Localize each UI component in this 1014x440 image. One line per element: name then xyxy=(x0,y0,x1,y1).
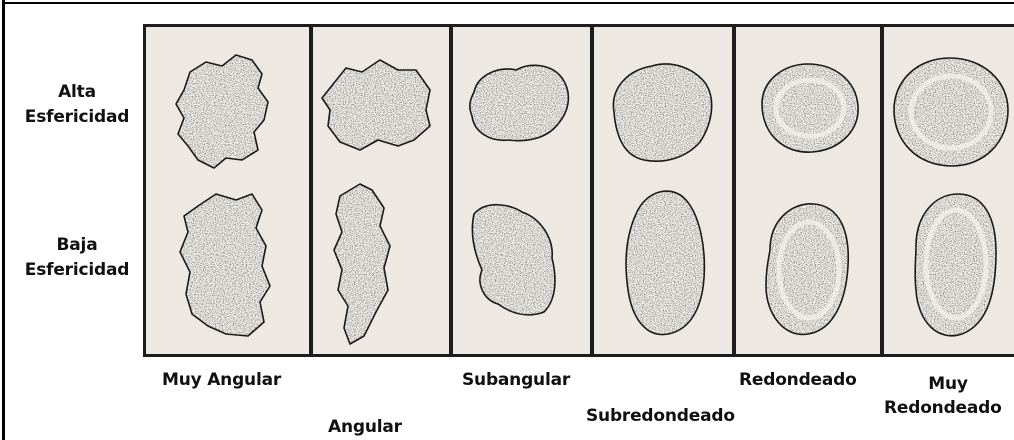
label-muy-angular: Muy Angular xyxy=(162,368,281,392)
grain-subredondeado-alta xyxy=(613,64,711,161)
col-label-line: Subredondeado xyxy=(586,404,735,428)
label-subangular: Subangular xyxy=(462,368,570,392)
grain-angular-baja xyxy=(334,184,390,344)
grain-subredondeado-baja xyxy=(626,191,704,334)
grain-subangular-baja xyxy=(472,205,555,315)
grain-muy-angular-alta xyxy=(176,55,268,168)
col-label-line: Redondeado xyxy=(739,368,857,392)
grain-muy-angular-baja xyxy=(180,194,270,336)
label-angular: Angular xyxy=(328,415,402,439)
label-redondeado: Redondeado xyxy=(739,368,857,392)
grain-angular-alta xyxy=(322,60,430,150)
grain-subangular-alta xyxy=(470,65,569,140)
col-label-line: Muy Angular xyxy=(162,368,281,392)
col-label-line: Subangular xyxy=(462,368,570,392)
label-muy-redondeado: Muy Redondeado xyxy=(882,372,1014,420)
col-label-line: Angular xyxy=(328,415,402,439)
col-label-line: Redondeado xyxy=(882,396,1014,420)
label-subredondeado: Subredondeado xyxy=(586,404,735,428)
col-label-line: Muy xyxy=(882,372,1014,396)
